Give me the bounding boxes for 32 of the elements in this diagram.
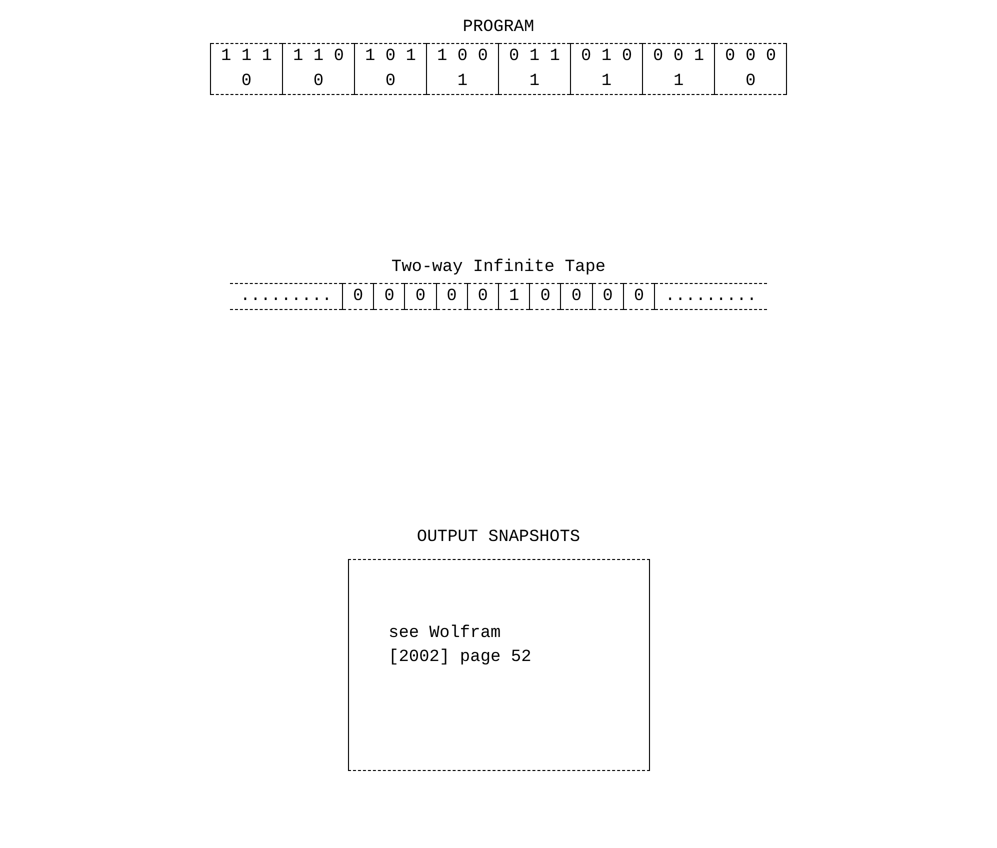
rule-value: 0 1 1 — [498, 44, 571, 69]
rule-value: 1 1 1 — [210, 44, 282, 69]
ellipsis-mark: ......... — [230, 284, 342, 310]
tape-value: 0 — [436, 284, 468, 310]
rule-value: 0 0 0 — [714, 44, 787, 69]
tape-value: 0 — [374, 284, 405, 310]
rule-value: 0 — [210, 69, 282, 94]
tape-value: 0 — [623, 284, 655, 310]
tape-value: 0 — [530, 284, 561, 310]
tape-value: 0 — [467, 284, 498, 310]
rule-value: 0 — [354, 69, 426, 94]
tape-value: 0 — [342, 284, 374, 310]
rule-value: 1 0 1 — [354, 44, 426, 69]
rule-value: 1 — [642, 69, 715, 94]
tape-value: 0 — [592, 284, 624, 310]
rule-value: 1 1 0 — [282, 44, 354, 69]
rule-value: 0 — [714, 69, 787, 94]
rule-value: 1 — [426, 69, 498, 94]
rule-value: 1 — [498, 69, 571, 94]
tape-value: 0 — [560, 284, 592, 310]
table-title: OUTPUT SNAPSHOTS — [416, 528, 580, 547]
rule-value: 1 — [570, 69, 643, 94]
ellipsis-mark: ......... — [654, 284, 767, 310]
rule-value: 0 — [282, 69, 354, 94]
table-title: Two-way Infinite Tape — [391, 258, 606, 277]
rule-value: 0 1 0 — [570, 44, 643, 69]
table-title: PROGRAM — [462, 18, 534, 37]
rule-value: 1 0 0 — [426, 44, 498, 69]
tape-value: 1 — [498, 284, 530, 310]
reference-note: see Wolfram [2002] page 52 — [388, 623, 532, 669]
rule-value: 0 0 1 — [642, 44, 715, 69]
tape-value: 0 — [404, 284, 436, 310]
